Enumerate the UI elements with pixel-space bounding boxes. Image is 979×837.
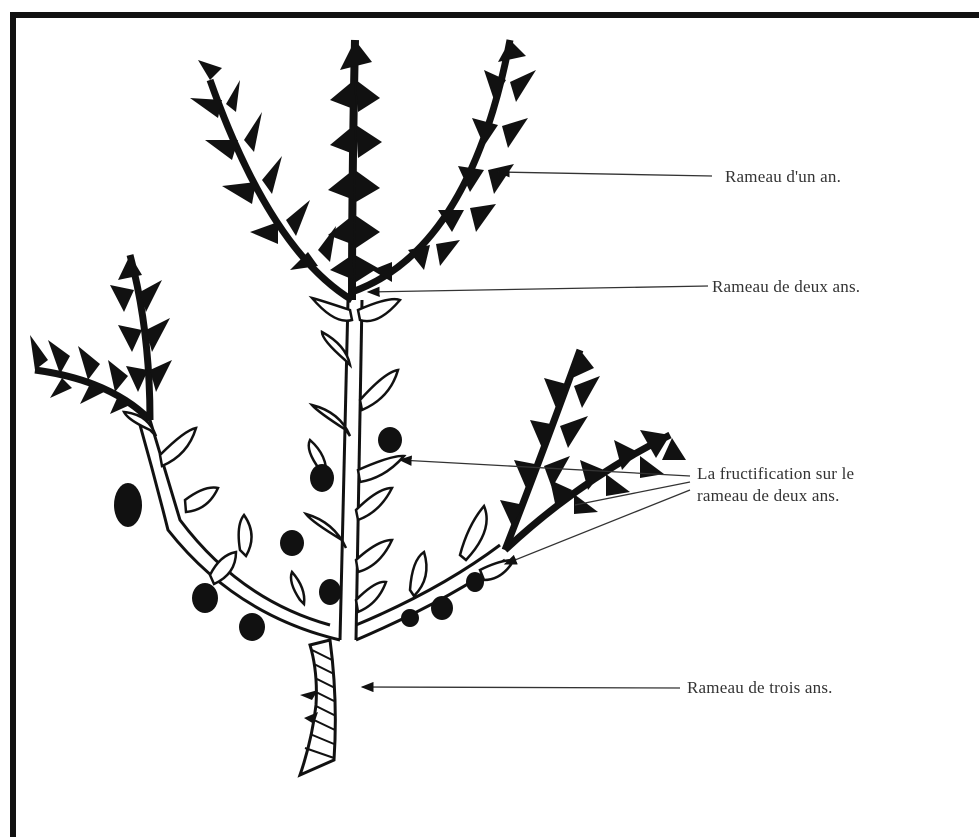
pointer-one-year: [498, 172, 712, 176]
three-year-trunk: [300, 640, 336, 775]
pointer-three-year: [362, 687, 680, 688]
pointer-two-year: [368, 286, 708, 292]
label-one-year-branch: Rameau d'un an.: [725, 166, 841, 188]
label-three-year-branch: Rameau de trois ans.: [687, 677, 833, 699]
label-fruiting-line2: rameau de deux ans.: [697, 485, 854, 507]
two-year-leaves: [124, 298, 514, 612]
pointer-fruiting-b: [575, 482, 690, 505]
label-two-year-branch: Rameau de deux ans.: [712, 276, 860, 298]
label-fruiting-line1: La fructification sur le: [697, 463, 854, 485]
label-fruiting: La fructification sur le rameau de deux …: [697, 463, 854, 507]
